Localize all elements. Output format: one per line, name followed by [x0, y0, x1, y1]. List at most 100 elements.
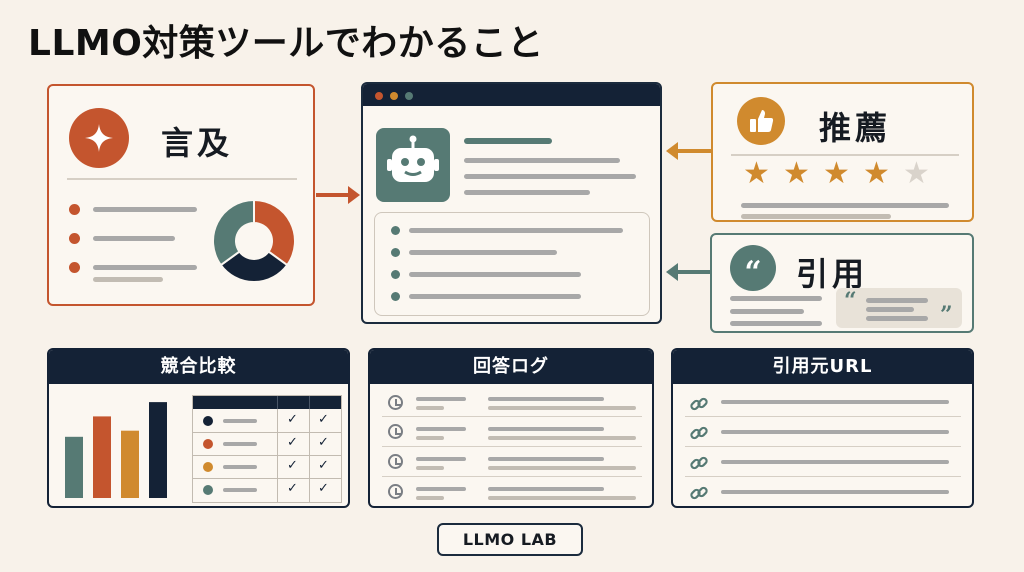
- bar-chart: [65, 402, 167, 498]
- panel-title: 回答ログ: [370, 350, 652, 384]
- table-row-marker: [203, 439, 213, 449]
- check-icon: ✓: [318, 412, 329, 427]
- clock-icon: [388, 395, 403, 410]
- arrow-icon: [666, 142, 712, 160]
- table-divider: [193, 432, 341, 433]
- row-divider: [382, 446, 642, 447]
- row-divider: [685, 446, 961, 447]
- text-line: [866, 307, 914, 312]
- list-bullet: [69, 233, 80, 244]
- citation-label: 引用: [796, 255, 869, 293]
- text-line: [416, 397, 466, 401]
- text-line: [488, 457, 604, 461]
- donut-segment: [212, 198, 255, 267]
- divider: [67, 178, 297, 180]
- text-line: [866, 316, 928, 321]
- text-line: [464, 190, 590, 195]
- text-line: [488, 427, 604, 431]
- list-bullet: [69, 204, 80, 215]
- text-line: [721, 400, 949, 404]
- row-divider: [685, 416, 961, 417]
- text-line: [416, 487, 466, 491]
- check-icon: ✓: [287, 458, 298, 473]
- table-divider: [193, 478, 341, 479]
- text-line: [464, 158, 620, 163]
- arrow-icon: [316, 186, 360, 204]
- thumbs-up-icon: [737, 97, 785, 145]
- text-line: [741, 214, 891, 219]
- table-divider: [193, 455, 341, 456]
- check-icon: ✓: [287, 412, 298, 427]
- star-icon: ★: [743, 156, 770, 191]
- quote-box: “ ”: [836, 288, 962, 328]
- mention-card: 言及: [47, 84, 315, 306]
- open-quote-icon: “: [844, 288, 857, 314]
- table-divider: [309, 396, 310, 409]
- check-icon: ✓: [318, 481, 329, 496]
- citation-card: “ 引用 “ ”: [710, 233, 974, 333]
- text-line: [93, 236, 175, 241]
- bar: [93, 416, 111, 498]
- window-dot: [375, 92, 383, 100]
- panel-title: 引用元URL: [673, 350, 972, 384]
- panel-title: 競合比較: [49, 350, 348, 384]
- clock-icon: [388, 454, 403, 469]
- text-line: [488, 487, 604, 491]
- text-line: [416, 496, 444, 500]
- table-row-marker: [203, 462, 213, 472]
- brand-badge: LLMO LAB: [437, 523, 583, 556]
- list-bullet: [69, 262, 80, 273]
- text-line: [416, 406, 444, 410]
- text-line: [223, 419, 257, 423]
- divider: [731, 154, 959, 156]
- star-icon: ★: [903, 156, 930, 191]
- text-line: [488, 496, 636, 500]
- text-line: [409, 250, 557, 255]
- star-icon: ★: [863, 156, 890, 191]
- donut-segment: [219, 250, 289, 283]
- clock-icon: [388, 424, 403, 439]
- ai-answer-window: [361, 82, 662, 324]
- text-line: [730, 309, 804, 314]
- text-line: [488, 397, 604, 401]
- text-line: [721, 490, 949, 494]
- text-line: [488, 436, 636, 440]
- text-line: [464, 138, 552, 144]
- list-bullet: [391, 292, 400, 301]
- list-bullet: [391, 270, 400, 279]
- text-line: [409, 272, 581, 277]
- text-line: [741, 203, 949, 208]
- text-line: [409, 294, 581, 299]
- quote-icon: “: [730, 245, 776, 291]
- arrow-icon: [666, 263, 712, 281]
- table-row-marker: [203, 416, 213, 426]
- text-line: [416, 466, 444, 470]
- window-titlebar: [363, 84, 660, 106]
- text-line: [464, 174, 636, 179]
- text-line: [416, 427, 466, 431]
- row-divider: [382, 476, 642, 477]
- row-divider: [382, 416, 642, 417]
- mention-label: 言及: [161, 124, 234, 162]
- text-line: [223, 488, 257, 492]
- answer-list-box: [374, 212, 650, 316]
- bar: [65, 436, 83, 498]
- sparkle-icon: [69, 108, 129, 168]
- link-icon: [690, 456, 708, 470]
- bar: [121, 430, 139, 498]
- link-icon: [690, 486, 708, 500]
- check-icon: ✓: [318, 435, 329, 450]
- star-icon: ★: [783, 156, 810, 191]
- text-line: [488, 466, 636, 470]
- text-line: [93, 265, 197, 270]
- text-line: [409, 228, 623, 233]
- check-icon: ✓: [287, 481, 298, 496]
- text-line: [223, 442, 257, 446]
- recommendation-label: 推薦: [819, 109, 892, 147]
- competitor-comparison-panel: 競合比較 ✓ ✓ ✓ ✓ ✓ ✓ ✓ ✓: [47, 348, 350, 508]
- window-dot: [390, 92, 398, 100]
- text-line: [416, 457, 466, 461]
- text-line: [730, 296, 822, 301]
- list-bullet: [391, 226, 400, 235]
- text-line: [488, 406, 636, 410]
